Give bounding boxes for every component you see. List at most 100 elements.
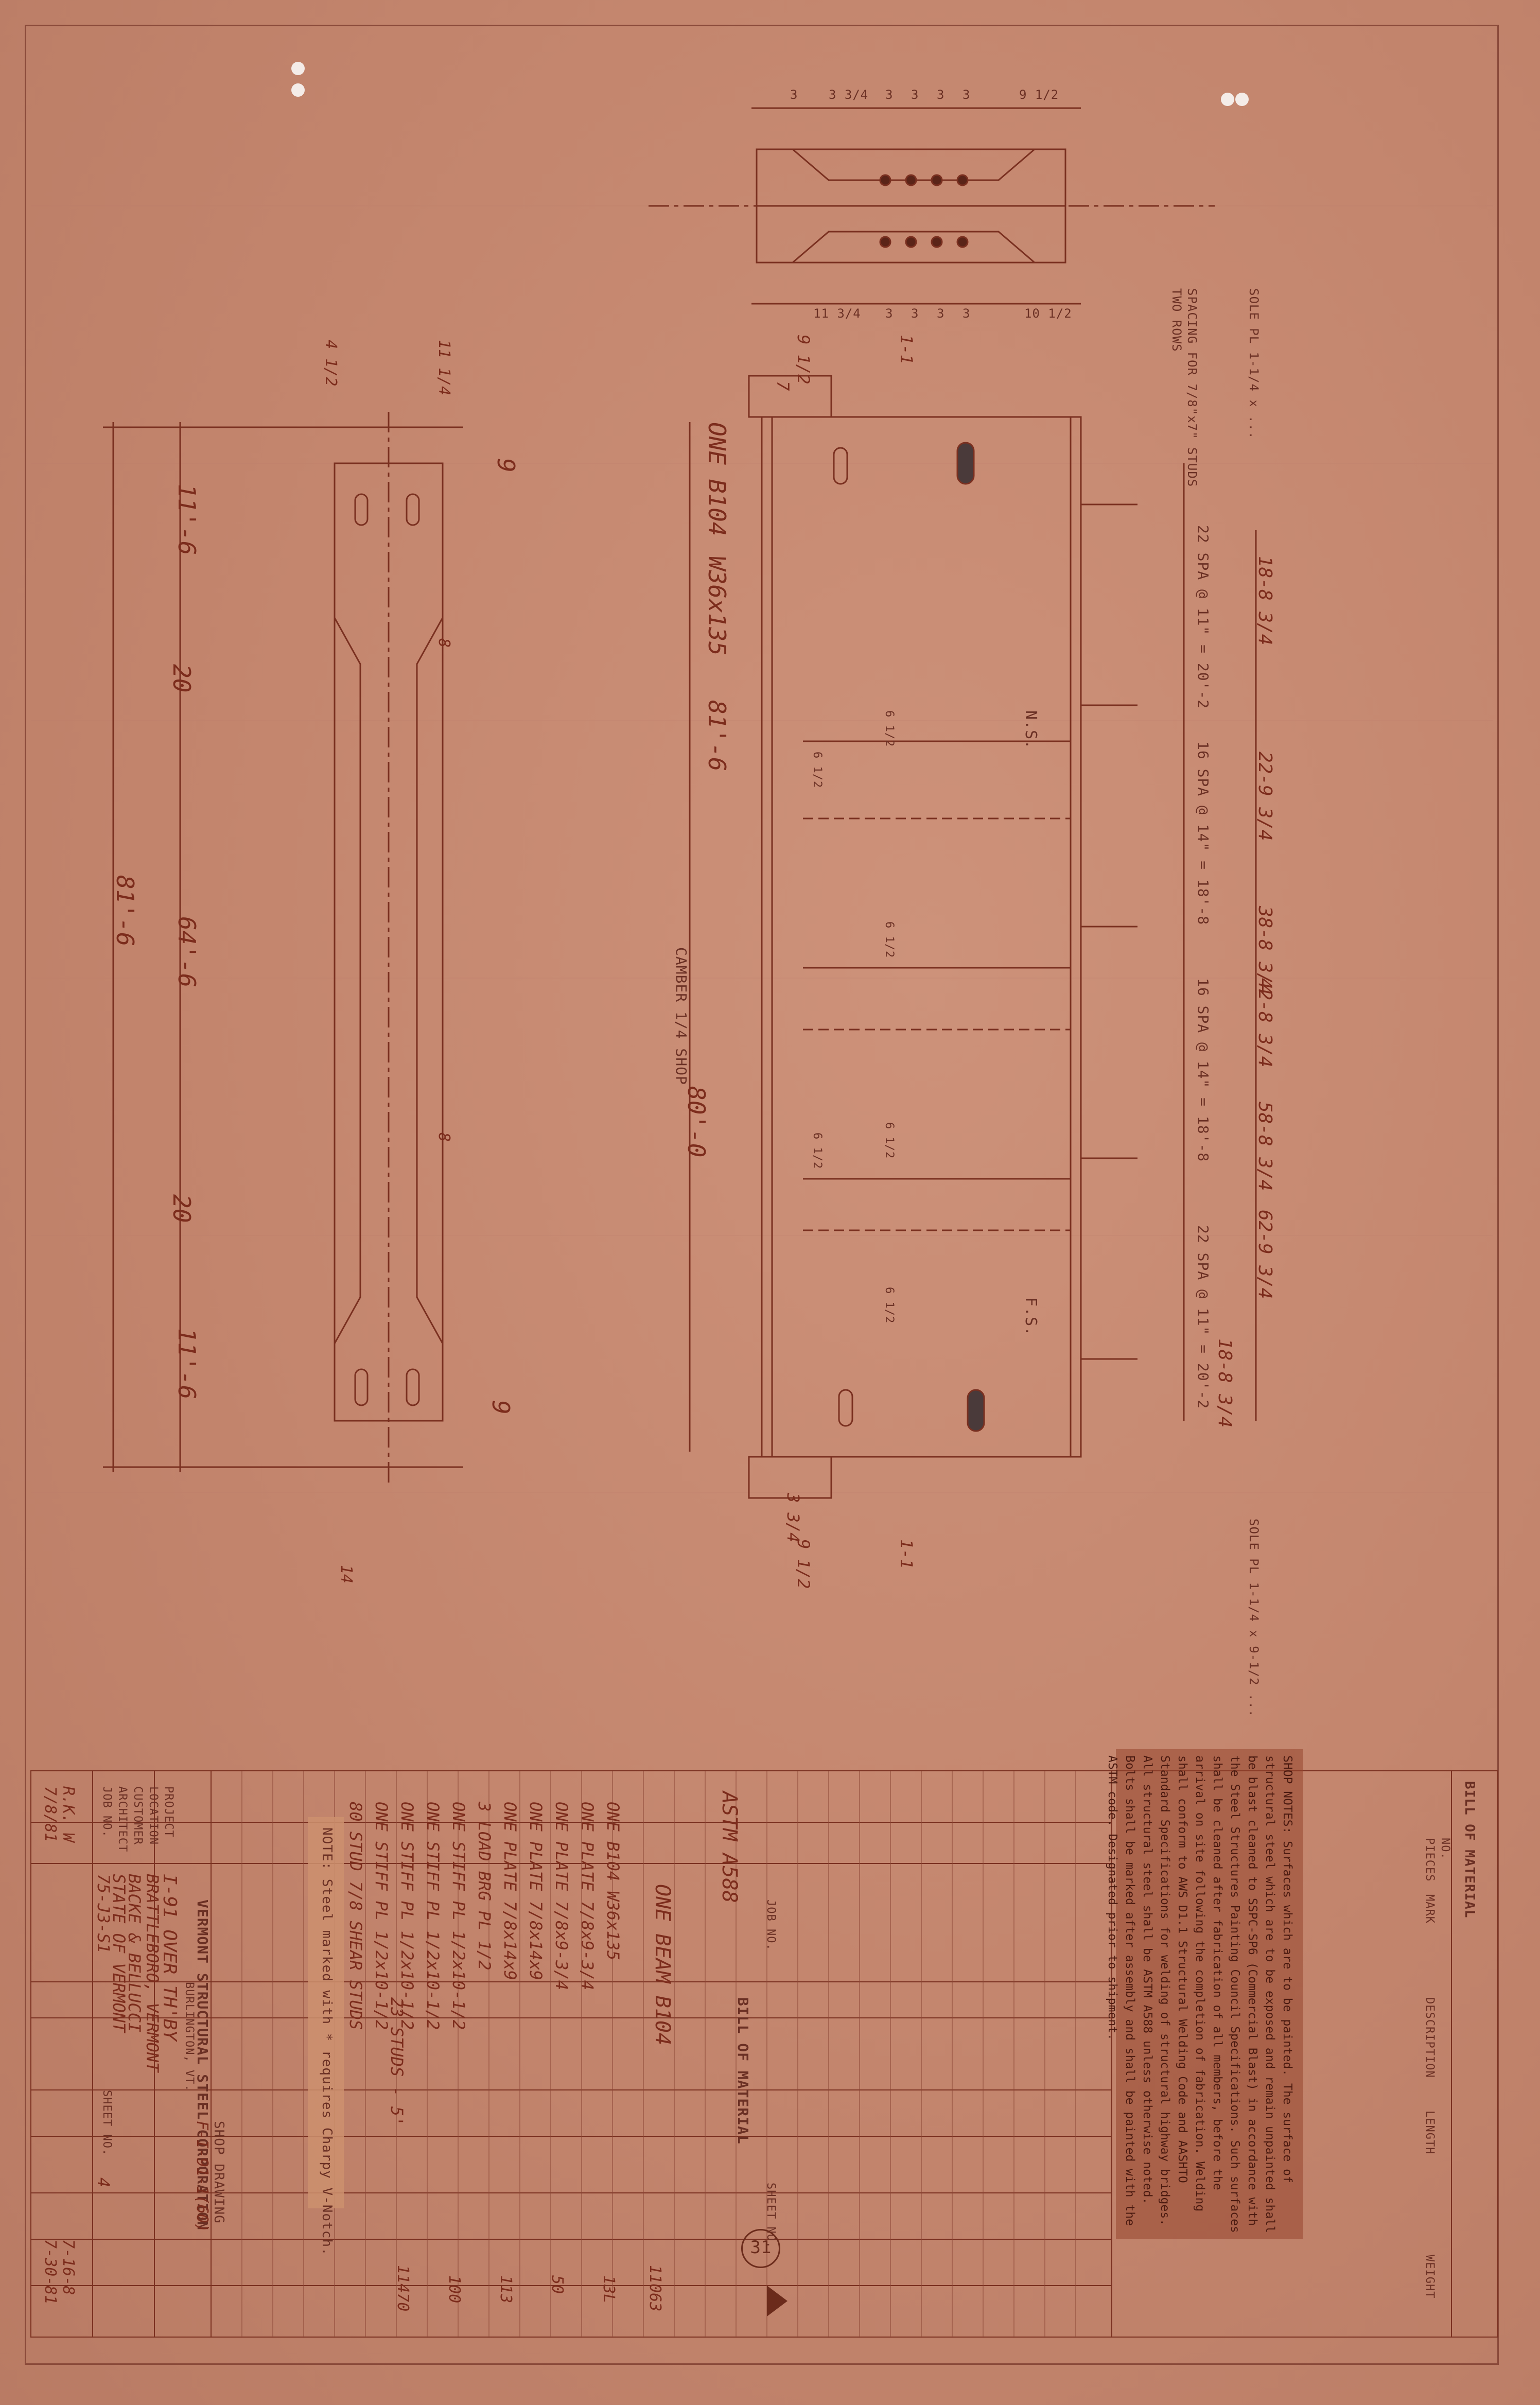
bom-entry-7: ONE STIFF PL 1/2x10-1/2 xyxy=(449,1802,468,2030)
bom-girder: ONE BEAM B104 xyxy=(651,1884,674,2046)
shop-notes-block xyxy=(1116,1749,1303,2239)
bom-table-lines xyxy=(30,1770,1498,2338)
punch-hole xyxy=(1235,93,1249,106)
bom-entry-3: ONE PLATE 7/8x9-3/4 xyxy=(552,1802,571,1991)
stiff-dim-4: 6 1/2 xyxy=(883,1287,896,1324)
elev-mark-2: 8 xyxy=(435,638,453,648)
bom-entry-1: ONE B104 W36x135 xyxy=(603,1802,623,1961)
dim-9-1-2-top: 9 1/2 xyxy=(794,335,813,385)
elev-mark-1: 11 1/4 xyxy=(435,340,453,396)
bom-entry-6: 3 LOAD BRG PL 1/2 xyxy=(475,1802,494,1971)
detail-dim-top-7: 9 1/2 xyxy=(1019,88,1059,102)
drawing-ref: F-I-91-1(60) xyxy=(193,2121,211,2233)
architect-label: ARCHITECT xyxy=(116,1786,129,1853)
bom-entry-2: ONE PLATE 7/8x9-3/4 xyxy=(577,1802,597,1991)
detail-dim-bot-1: 11 3/4 xyxy=(813,306,861,321)
dim-1-1: 1-1 xyxy=(897,1539,916,1569)
dim-1-1-top: 1-1 xyxy=(897,335,916,364)
dim-3-3-4: 3 3/4 xyxy=(783,1493,803,1543)
detail-dim-top-4: 3 xyxy=(911,88,919,102)
job-no-label: JOB NO. xyxy=(100,1786,113,1838)
bom-weight-total: 11470 xyxy=(394,2265,412,2312)
bom-col-pieces: PIECES xyxy=(1423,1838,1436,1882)
bom-weight-3: 50 xyxy=(548,2275,566,2294)
bom-entry-5: ONE PLATE 7/8x14x9 xyxy=(500,1802,520,1980)
bom-weight-1: 11063 xyxy=(646,2265,664,2312)
bom-studs-count: 23 STUDS - 5' xyxy=(387,1997,407,2127)
beam-mark: ONE B104 xyxy=(703,422,731,536)
end-a: 9 xyxy=(492,458,520,473)
bom-col-mark: MARK xyxy=(1423,1894,1436,1924)
bom-weight-2: 13L xyxy=(600,2275,618,2304)
bom-col-description: DESCRIPTION xyxy=(1423,1997,1436,2078)
stiff-dim-6: 6 1/2 xyxy=(811,1132,824,1170)
stiff-dim-3: 6 1/2 xyxy=(883,1122,896,1159)
bom-note-box xyxy=(308,1817,344,2208)
far-side-label: F.S. xyxy=(1022,1297,1040,1337)
bom-job-no-label: JOB NO. xyxy=(764,1899,777,1951)
detail-dim-top-2: 3 3/4 xyxy=(829,88,869,102)
bom-col-no: NO. xyxy=(1439,1838,1451,1860)
punch-hole xyxy=(291,62,305,75)
end-dim-right: 11'-6 xyxy=(173,1328,201,1400)
bom-row-lines xyxy=(241,1771,1076,2337)
end-dim-left: 11'-6 xyxy=(173,484,201,555)
detail-dim-top-6: 3 xyxy=(962,88,971,102)
bom-col-weight: WEIGHT xyxy=(1423,2255,1436,2299)
elev-mark-5: 4 1/2 xyxy=(322,340,340,387)
bom-weight-4: 113 xyxy=(497,2275,515,2304)
sole-plate-bot: SOLE PL 1-1/4 x 9-1/2 ... xyxy=(1247,1519,1261,1718)
stud-header-top: SPACING FOR 7/8"x7" STUDS xyxy=(1185,288,1199,487)
customer-label: CUSTOMER xyxy=(131,1786,144,1845)
stud-mark-4: 42-8 3/4 xyxy=(1254,978,1275,1068)
sheet-no-value: 4 xyxy=(94,2177,113,2188)
dim-7: 7 xyxy=(773,381,793,391)
bom-note: NOTE: Steel marked with * requires Charp… xyxy=(319,1827,335,2256)
beam-size: W36x135 xyxy=(703,556,731,656)
checked-date: 7/8/81 xyxy=(41,1786,59,1842)
span-length: 64'-6 xyxy=(173,916,201,988)
sole-plate-top: SOLE PL 1-1/4 x ... xyxy=(1247,288,1261,440)
stiff-dim-2: 6 1/2 xyxy=(883,921,896,958)
detail-dim-top-5: 3 xyxy=(937,88,945,102)
corner-marker xyxy=(767,2286,787,2316)
shear-studs xyxy=(1081,503,1185,1360)
stud-mark-7: 18-8 3/4 xyxy=(1214,1338,1235,1428)
location-label: LOCATION xyxy=(147,1786,160,1845)
bom-studs: 80 STUD 7/8 SHEAR STUDS xyxy=(346,1802,365,2030)
shop-drawing-label: SHOP DRAWING xyxy=(211,2121,226,2224)
detail-dim-bot-2: 3 xyxy=(885,306,894,321)
date-a: 7-16-8 xyxy=(59,2239,77,2295)
seg-b: 20 xyxy=(168,1194,196,1223)
stud-mark-5: 58-8 3/4 xyxy=(1254,1102,1275,1191)
cl-length: 80'-0 xyxy=(682,1086,710,1158)
stud-header-bot: TWO ROWS xyxy=(1169,288,1184,352)
detail-dim-bot-5: 3 xyxy=(962,306,971,321)
job-no-value: 75-J3-S1 xyxy=(94,1874,113,1954)
stud-mark-6: 62-9 3/4 xyxy=(1254,1210,1275,1299)
detail-dim-top-3: 3 xyxy=(885,88,894,102)
stud-mark-2: 22-9 3/4 xyxy=(1254,752,1275,841)
detail-dim-bot-3: 3 xyxy=(911,306,919,321)
stud-group-2: 16 SPA @ 14" = 18'-8 xyxy=(1195,741,1212,926)
project-label: PROJECT xyxy=(162,1786,175,1838)
date-b: 7-30-81 xyxy=(41,2239,59,2305)
detail-dim-top-1: 3 xyxy=(790,88,798,102)
beam-elevation xyxy=(689,375,1257,1499)
end-b: 9 xyxy=(487,1400,515,1415)
elev-mark-3: 8 xyxy=(435,1132,453,1142)
punch-hole xyxy=(1221,93,1234,106)
stud-group-4: 22 SPA @ 11" = 20'-2 xyxy=(1195,1225,1212,1409)
end-detail xyxy=(649,107,1215,305)
detail-dim-bot-4: 3 xyxy=(937,306,945,321)
dim-9-1-2: 9 1/2 xyxy=(794,1539,813,1589)
drawing-border xyxy=(25,25,1499,2365)
bom-entry-9: ONE STIFF PL 1/2x10-1/2 xyxy=(397,1802,417,2030)
project-value: I-91 OVER TH'BY xyxy=(159,1874,180,2042)
stud-group-3: 16 SPA @ 14" = 18'-8 xyxy=(1195,978,1212,1162)
overall-length: 81'-6 xyxy=(703,700,731,772)
near-side-label: N.S. xyxy=(1022,710,1040,750)
flange-plan-view xyxy=(103,412,463,1483)
shop-notes-text: SHOP NOTES: Surfaces which are to be pai… xyxy=(1106,1755,1294,2233)
